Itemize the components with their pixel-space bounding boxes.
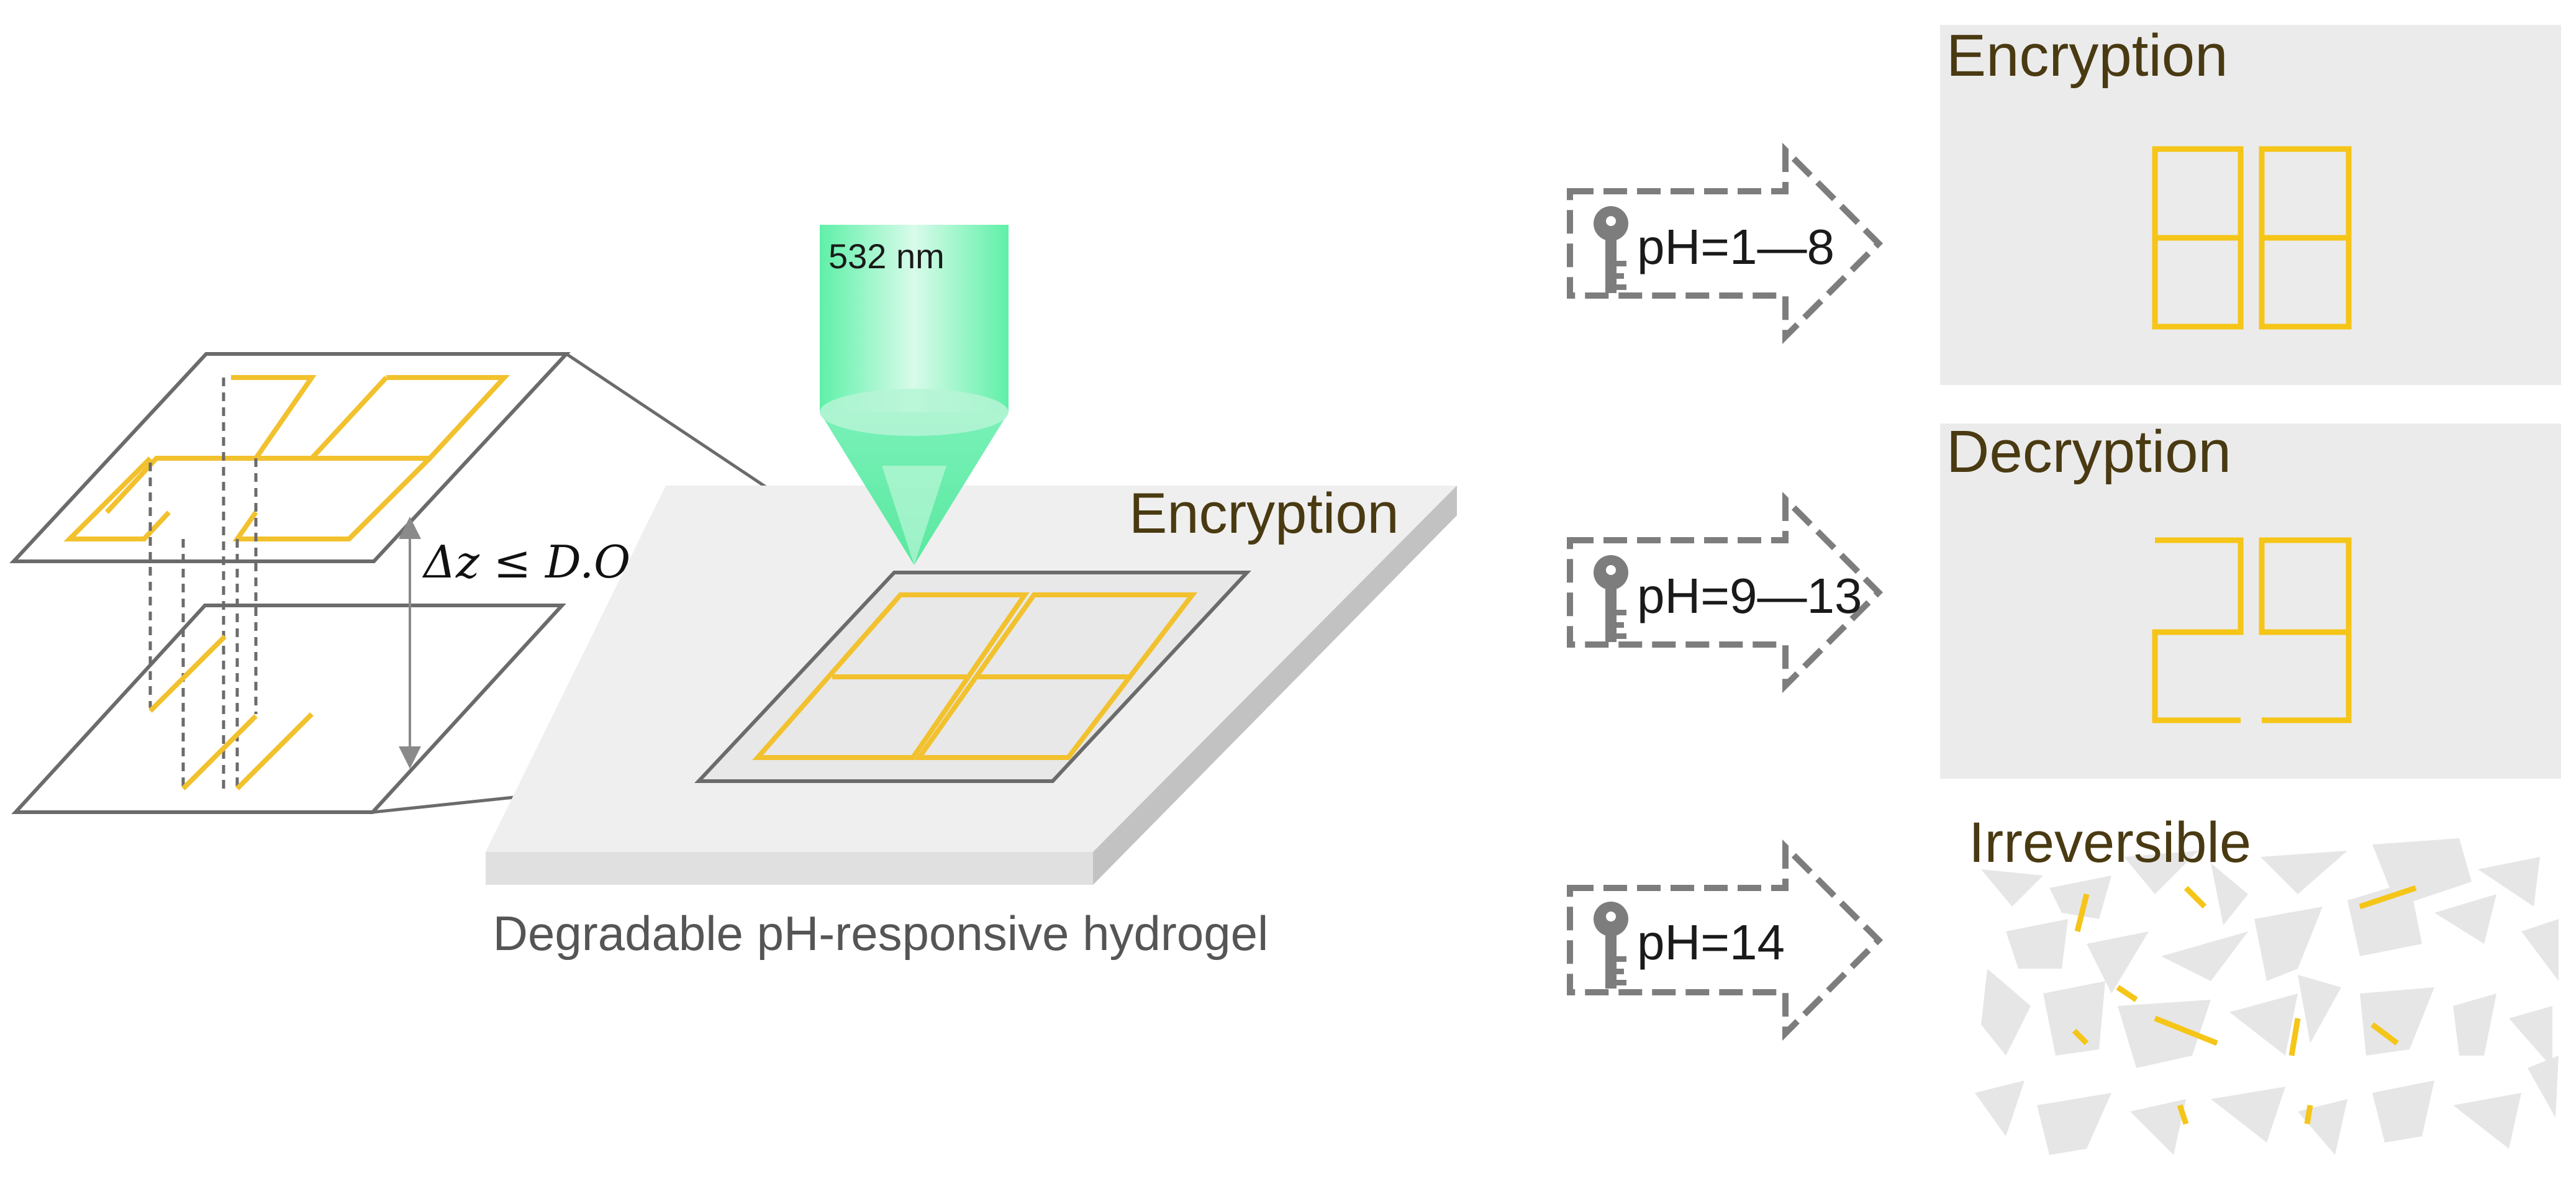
double-arrow-icon — [1567, 839, 1884, 1041]
double-arrow-icon — [1567, 491, 1884, 694]
written-pattern — [694, 571, 1251, 783]
exploded-layers: Δz ≤ D.O.F. — [9, 352, 896, 814]
double-arrow-icon — [1567, 142, 1884, 345]
depth-arrow-icon — [399, 517, 421, 769]
result-title-decryption: Decryption — [1946, 419, 2231, 485]
seven-segment-29 — [2152, 537, 2352, 723]
result-panel-encryption — [1940, 25, 2561, 385]
bottom-layer-plane — [11, 604, 566, 814]
seven-segment-88 — [2152, 146, 2352, 330]
ph-key-label: pH=1—8 — [1637, 219, 1834, 274]
ph-step-degrade: pH=14 — [1567, 839, 1884, 1041]
ph-step-decrypt: pH=9—13 — [1567, 491, 1884, 694]
degraded-fragments — [1975, 838, 2559, 1155]
key-icon — [1594, 206, 1628, 293]
layer-connectors — [148, 378, 258, 789]
ph-key-label: pH=14 — [1637, 915, 1785, 970]
hydrogel-state-label: Encryption — [1129, 482, 1399, 545]
laser-beam — [820, 225, 1009, 565]
broken-segments — [2072, 885, 2417, 1125]
ph-step-encrypt: pH=1—8 — [1567, 142, 1884, 345]
key-icon — [1594, 902, 1628, 989]
hydrogel-caption: Degradable pH-responsive hydrogel — [493, 906, 1269, 961]
result-title-irreversible: Irreversible — [1969, 811, 2251, 874]
result-panel-decryption — [1940, 423, 2561, 779]
result-title-encryption: Encryption — [1946, 22, 2228, 89]
bottom-layer-pattern — [148, 635, 314, 790]
key-icon — [1594, 555, 1628, 642]
ph-key-label: pH=9—13 — [1637, 568, 1862, 623]
laser-wavelength-label: 532 nm — [828, 237, 945, 276]
